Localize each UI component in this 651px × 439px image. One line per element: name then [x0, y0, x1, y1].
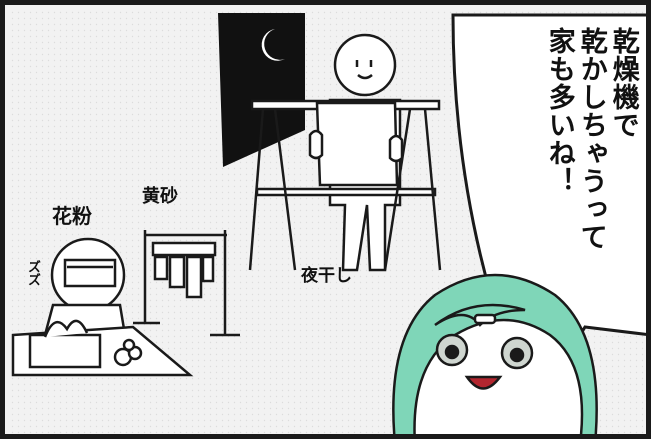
- yellow-sand-label: 黄砂: [142, 186, 178, 207]
- pollen-label: 花粉: [52, 204, 92, 228]
- tissue-box-icon: [28, 319, 102, 369]
- speech-line-3: 家も多いね！: [543, 27, 575, 195]
- towel: [308, 101, 404, 187]
- sniffle-label: ズズ: [25, 260, 40, 286]
- girl-mouth: [464, 375, 503, 390]
- scene-illustration: [10, 10, 646, 434]
- night-window: [218, 13, 305, 167]
- girl-character: [392, 273, 598, 434]
- night-drying-label: 夜干し: [301, 266, 352, 286]
- sneezing-person: [43, 237, 127, 337]
- hair-clip-icon: [473, 313, 497, 325]
- speech-line-2: 乾かしちゃうって: [575, 27, 607, 251]
- crumpled-tissue-icon: [113, 338, 143, 367]
- small-hanger-stand: [133, 230, 240, 337]
- speech-line-1: 乾燥機で: [607, 27, 639, 139]
